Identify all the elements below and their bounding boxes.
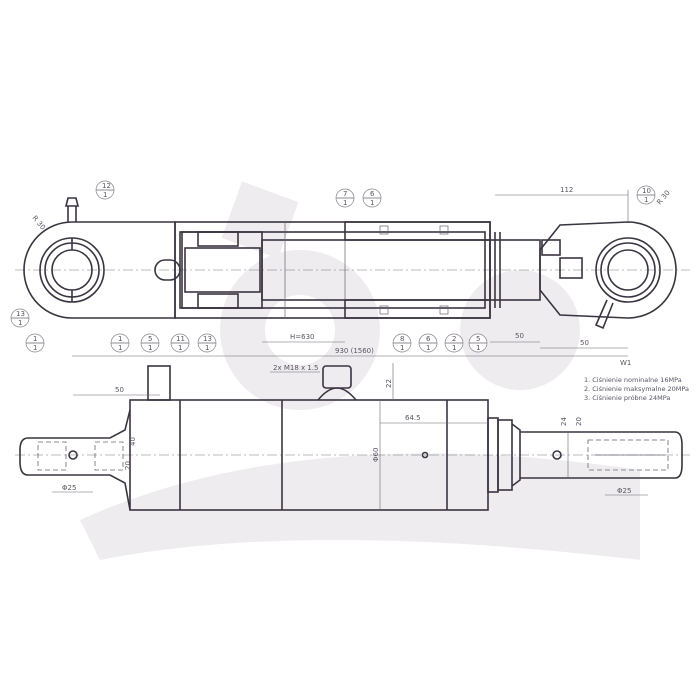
note-item: 3. Ciśnienie próbne 24MPa [584, 394, 670, 402]
dim-50-eye: 50 [580, 339, 589, 347]
note-item: 2. Ciśnienie maksymalne 20MPa [584, 385, 689, 393]
svg-text:1: 1 [452, 344, 456, 352]
part-balloons: 121 131 11 11 51 111 131 71 61 81 61 21 … [10, 180, 656, 353]
balloon: 61 [418, 333, 438, 353]
svg-text:1: 1 [644, 196, 648, 204]
svg-text:11: 11 [176, 335, 185, 343]
svg-text:8: 8 [400, 335, 404, 343]
note-item: 1. Ciśnienie nominalne 16MPa [584, 376, 682, 384]
svg-text:1: 1 [426, 344, 430, 352]
balloon: 81 [392, 333, 412, 353]
svg-text:2: 2 [452, 335, 456, 343]
svg-text:1: 1 [148, 344, 152, 352]
dim-left-20: 20 [124, 461, 132, 470]
notes-title: W1 [620, 359, 631, 367]
svg-text:6: 6 [370, 190, 375, 198]
technical-notes: W1 1. Ciśnienie nominalne 16MPa 2. Ciśni… [584, 359, 689, 402]
svg-text:1: 1 [33, 335, 37, 343]
balloon: 131 [197, 333, 217, 353]
dim-port-height: 22 [385, 379, 393, 388]
balloon: 111 [170, 333, 190, 353]
svg-text:7: 7 [343, 190, 347, 198]
dim-stroke: H=630 [290, 333, 315, 341]
balloon: 51 [140, 333, 160, 353]
dim-r30-right: R 30 [655, 189, 671, 206]
dim-rod-20: 20 [575, 417, 583, 426]
svg-text:1: 1 [18, 319, 22, 327]
svg-text:1: 1 [178, 344, 182, 352]
svg-text:1: 1 [33, 344, 37, 352]
dim-right-pin: Φ25 [617, 487, 631, 495]
dim-left-40: 40 [129, 437, 137, 446]
balloon: 71 [335, 188, 355, 208]
svg-text:10: 10 [642, 187, 651, 195]
svg-text:1: 1 [118, 335, 122, 343]
balloon: 101 [636, 185, 656, 205]
svg-text:1: 1 [370, 199, 374, 207]
svg-text:5: 5 [476, 335, 480, 343]
balloon: 61 [362, 188, 382, 208]
dim-bore: Φ60 [372, 448, 380, 462]
balloon: 121 [95, 180, 115, 200]
dim-r30-left: R 30 [30, 214, 46, 231]
dim-rod-24: 24 [560, 417, 568, 426]
balloon: 51 [468, 333, 488, 353]
grease-nipple-icon [594, 299, 614, 330]
balloon: 11 [25, 333, 45, 353]
svg-text:1: 1 [205, 344, 209, 352]
svg-text:1: 1 [103, 191, 107, 199]
side-view: 2x M18 x 1.5 50 Φ25 40 20 22 Φ60 64.5 24… [15, 363, 690, 511]
svg-text:1: 1 [476, 344, 480, 352]
dim-body-offset: 64.5 [405, 414, 421, 422]
balloon: 11 [110, 333, 130, 353]
svg-text:12: 12 [102, 182, 111, 190]
grease-nipple-icon [64, 197, 80, 222]
section-view: 112 R 30 R 30 50 50 H=630 930 (1560) [15, 186, 690, 357]
dim-port-thread: 2x M18 x 1.5 [273, 364, 319, 372]
port-fitting-left [147, 365, 171, 401]
svg-text:13: 13 [16, 310, 25, 318]
watermark-logo [80, 181, 640, 560]
svg-text:1: 1 [343, 199, 347, 207]
svg-text:13: 13 [203, 335, 212, 343]
dim-50-rod: 50 [515, 332, 524, 340]
dim-left-pin: Φ25 [62, 484, 76, 492]
svg-text:1: 1 [118, 344, 122, 352]
svg-text:6: 6 [426, 335, 431, 343]
svg-text:5: 5 [148, 335, 152, 343]
dim-112: 112 [560, 186, 573, 194]
watermark-hole [265, 295, 335, 365]
dim-closed-length: 930 (1560) [335, 347, 374, 355]
balloon: 131 [10, 308, 30, 328]
svg-text:1: 1 [400, 344, 404, 352]
balloon: 21 [444, 333, 464, 353]
dim-port-offset: 50 [115, 386, 124, 394]
